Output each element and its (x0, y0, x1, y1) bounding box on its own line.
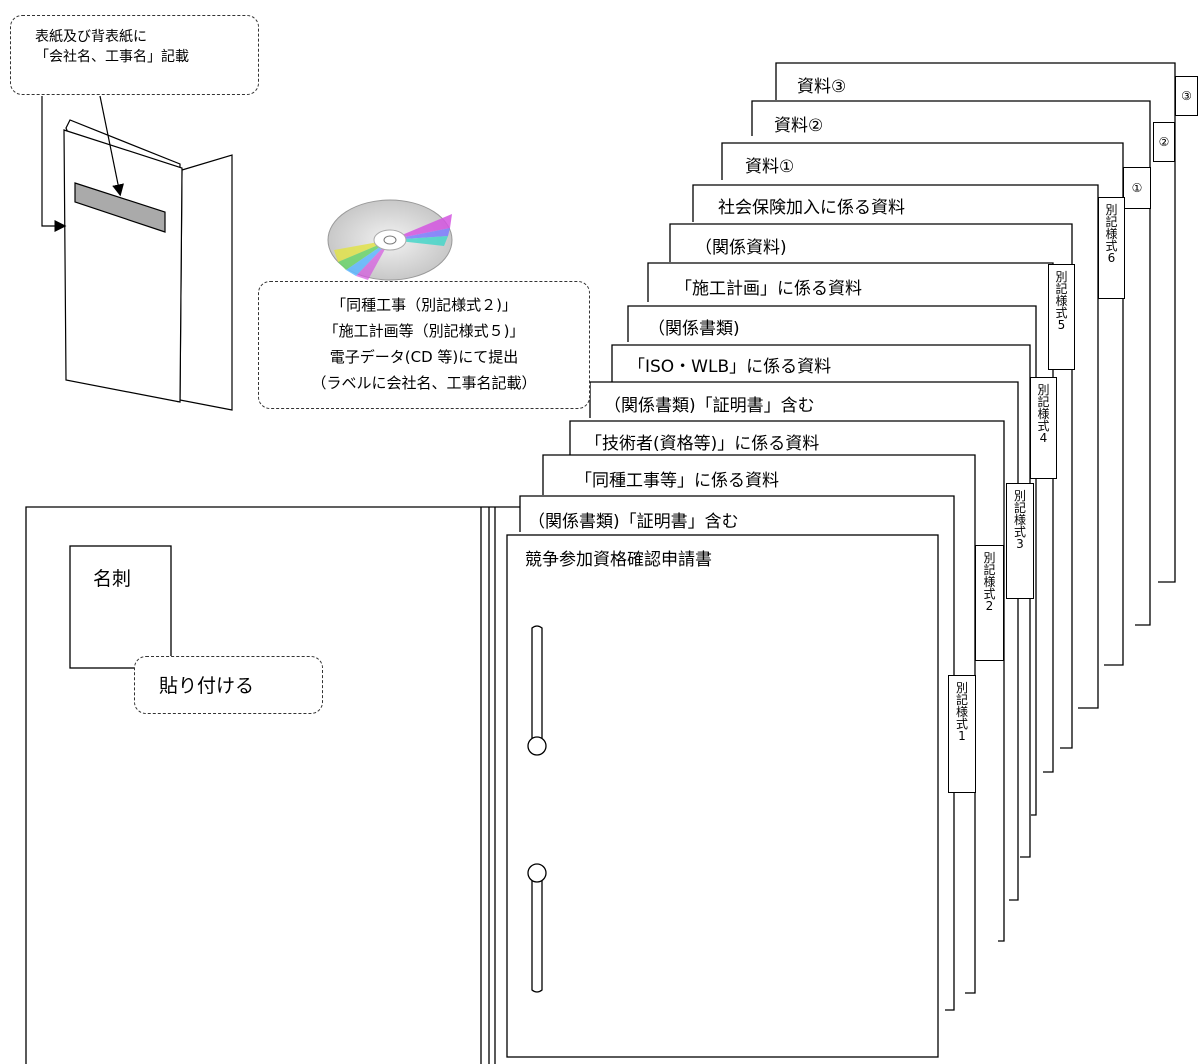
cd-note-bubble: 「同種工事（別記様式２)」 「施工計画等（別記様式５)」 電子データ(CD 等)… (258, 281, 590, 409)
binder-illustration (41, 95, 233, 411)
page-title-kankei-shoumei-1: （関係書類)「証明書」含む (604, 396, 815, 416)
tab-bekki-6-char: 式 (1105, 239, 1118, 253)
cd-note-line2: 「施工計画等（別記様式５)」 (323, 322, 525, 340)
tab-bekki-2-char: 式 (983, 587, 996, 601)
tab-bekki-5-char: 式 (1055, 306, 1068, 320)
tab-bekki-5-char: 5 (1057, 318, 1066, 332)
tab-bekki-6-char: 別 (1105, 203, 1118, 217)
page-title-kankei-shorui: （関係書類) (648, 319, 740, 339)
tab-bekki-3-char: 様 (1013, 513, 1026, 527)
tab-bekki-6-char: 様 (1105, 227, 1118, 241)
cd-disc-icon (327, 199, 453, 281)
tab-bekki-4-char: 記 (1037, 395, 1050, 409)
tab-bekki-1-char: 1 (958, 729, 966, 743)
cd-note-line1: 「同種工事（別記様式２)」 (331, 296, 517, 314)
page-title-shiryo1: 資料① (745, 157, 795, 177)
tab-bekki-1-char: 記 (955, 693, 968, 707)
tab-bekki-1-char: 別 (955, 681, 968, 695)
tab-bekki-5-char: 様 (1055, 294, 1068, 308)
tab-bekki-5-char: 別 (1055, 270, 1068, 284)
page-title-gijutsu: 「技術者(資格等)」に係る資料 (585, 434, 820, 454)
business-card-label: 名刺 (93, 568, 132, 590)
tab-bekki-4-char: 4 (1039, 431, 1048, 445)
tab-bekki-5-char: 記 (1055, 282, 1068, 296)
tab-bekki-3-char: 3 (1016, 537, 1024, 551)
tab-bekki-6-char: 記 (1105, 215, 1118, 229)
page-title-doushu: 「同種工事等」に係る資料 (575, 471, 779, 491)
tab-bekki-4-char: 様 (1037, 407, 1050, 421)
page-title-iso: 「ISO・WLB」に係る資料 (628, 357, 832, 377)
tab-bekki-2-char: 別 (983, 551, 996, 565)
tab-bekki-6-char: 6 (1107, 251, 1116, 265)
page-title-kankei-shiryo: （関係資料) (695, 238, 787, 258)
page-title-shiryo3: 資料③ (797, 77, 847, 97)
tab-bekki-3-char: 式 (1013, 525, 1026, 539)
business-card-note: 貼り付ける (134, 656, 323, 714)
tab-bekki-1-char: 様 (955, 705, 968, 719)
tab-bekki-3-char: 別 (1013, 489, 1026, 503)
tab-bekki-2-char: 様 (983, 575, 996, 589)
tab-bekki-2-char: 記 (983, 563, 996, 577)
page-title-sekou: 「施工計画」に係る資料 (675, 279, 862, 299)
open-binder (25, 506, 939, 1064)
tab-bekki-2-char: 2 (985, 599, 994, 613)
page-title-kankei-shoumei-2: （関係書類)「証明書」含む (528, 512, 739, 532)
tab-bekki-4-char: 式 (1037, 419, 1050, 433)
cd-note-line3: 電子データ(CD 等)にて提出 (329, 348, 519, 366)
tab-circle-1: ① (1123, 167, 1151, 209)
cd-note-line4: （ラベルに会社名、工事名記載） (311, 374, 537, 392)
tab-circle-3-label: ③ (1181, 89, 1192, 103)
tab-bekki-3-char: 記 (1013, 501, 1026, 515)
page-title-shakai: 社会保険加入に係る資料 (718, 198, 905, 218)
tab-circle-2-label: ② (1158, 135, 1170, 149)
tab-bekki-4-char: 別 (1037, 383, 1050, 397)
tab-circle-2: ② (1153, 122, 1175, 162)
tab-circle-3: ③ (1175, 76, 1198, 116)
page-title-shiryo2: 資料② (774, 116, 824, 136)
tab-bekki-1-char: 式 (955, 717, 968, 731)
binder-note-bubble: 表紙及び背表紙に 「会社名、工事名」記載 (10, 15, 259, 95)
tab-circle-1-label: ① (1131, 181, 1143, 195)
binder-note-line2: 「会社名、工事名」記載 (35, 49, 189, 65)
binder-note-line1: 表紙及び背表紙に (35, 29, 147, 45)
cover-title: 競争参加資格確認申請書 (525, 550, 712, 570)
business-card-note-text: 貼り付ける (159, 675, 255, 697)
